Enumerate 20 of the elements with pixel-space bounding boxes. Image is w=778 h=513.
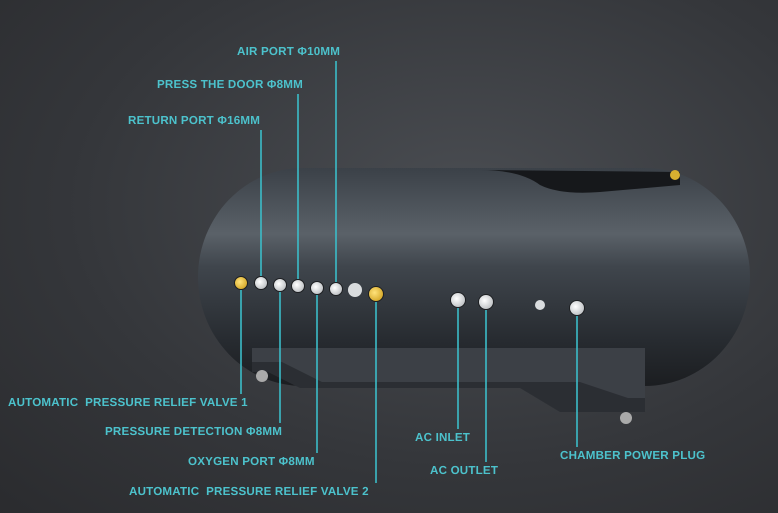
callout-label: AC OUTLET [430,464,498,478]
callout-label: AIR PORT Φ10MM [237,45,340,59]
leader-line [260,130,262,276]
leader-line [240,290,242,394]
leader-line [457,308,459,429]
leader-line [279,292,281,423]
leader-line [297,94,299,279]
callout-label: CHAMBER POWER PLUG [560,449,706,463]
callout-label: AUTOMATIC PRESSURE RELIEF VALVE 2 [129,485,369,499]
leader-line [375,302,377,483]
leader-line [576,316,578,447]
callout-label: AC INLET [415,431,470,445]
leader-line [335,61,337,282]
callout-label: OXYGEN PORT Φ8MM [188,455,315,469]
callout-label: RETURN PORT Φ16MM [128,114,260,128]
callout-label: PRESS THE DOOR Φ8MM [157,78,304,92]
callout-label: AUTOMATIC PRESSURE RELIEF VALVE 1 [8,396,248,410]
callout-label: PRESSURE DETECTION Φ8MM [105,425,282,439]
leader-line [485,310,487,462]
leader-line [316,295,318,453]
